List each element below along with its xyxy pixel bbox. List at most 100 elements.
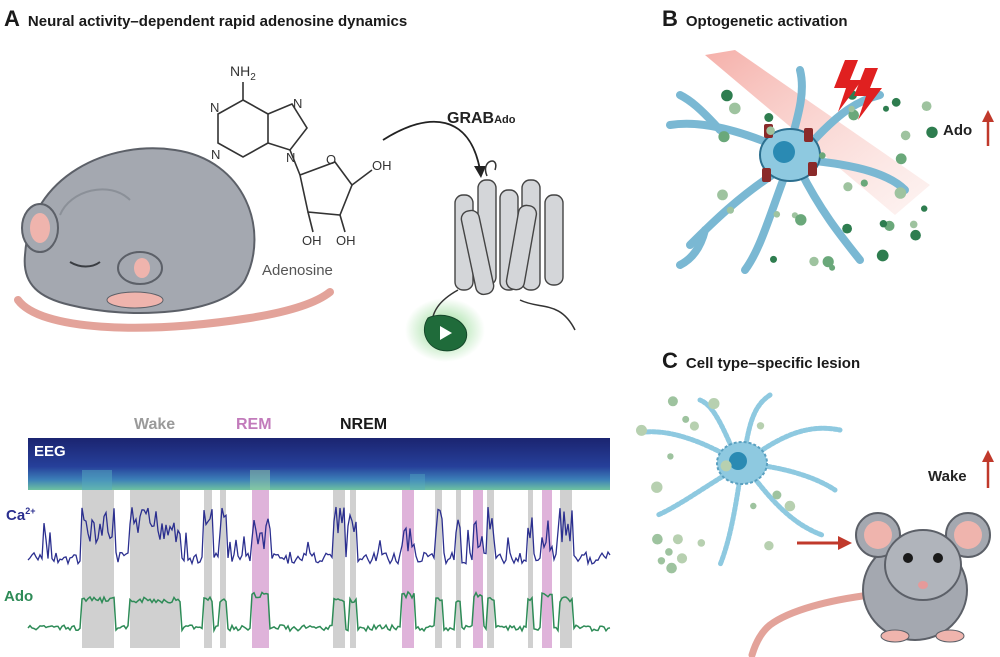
sensor-subscript: Ado bbox=[494, 114, 516, 126]
atom-n-1: N bbox=[210, 100, 220, 115]
adenosine-particle bbox=[672, 534, 683, 545]
adenosine-particle bbox=[848, 109, 859, 121]
adenosine-particle bbox=[921, 101, 932, 111]
atom-n-2: N bbox=[211, 147, 221, 162]
state-wake-label: Wake bbox=[134, 416, 176, 433]
adenosine-particles-c bbox=[636, 396, 796, 574]
state-shading bbox=[82, 490, 572, 648]
adenosine-particle bbox=[665, 548, 673, 556]
wake-band bbox=[82, 490, 114, 648]
adenosine-particle bbox=[729, 102, 741, 115]
adenosine-particle bbox=[666, 562, 677, 574]
adenosine-particle bbox=[717, 189, 728, 201]
atom-n-4: N bbox=[286, 150, 296, 165]
adenosine-particle bbox=[718, 131, 730, 143]
adenosine-particle bbox=[848, 105, 855, 113]
lightning-icon bbox=[834, 60, 882, 120]
adenosine-particle bbox=[676, 553, 688, 564]
panel-c-letter: C bbox=[662, 348, 678, 373]
up-arrow-icon bbox=[982, 110, 994, 146]
panel-b-result-label: Ado bbox=[943, 122, 973, 139]
panel-a-title: A Neural activity–dependent rapid adenosi… bbox=[4, 6, 407, 32]
adenosine-particle bbox=[909, 220, 918, 229]
adenosine-particle bbox=[879, 220, 888, 228]
wake-band bbox=[130, 490, 180, 648]
adenosine-particle bbox=[795, 214, 807, 226]
neuron-c-icon bbox=[642, 392, 843, 568]
adenosine-particle bbox=[764, 113, 774, 122]
panel-b-title-text: Optogenetic activation bbox=[685, 13, 848, 30]
adenosine-particle bbox=[842, 223, 852, 234]
oh-label-1: OH bbox=[372, 158, 392, 173]
ca-text: Ca bbox=[6, 507, 26, 524]
adenosine-particle bbox=[721, 89, 733, 102]
rem-band bbox=[402, 490, 414, 648]
panel-a-letter: A bbox=[4, 6, 20, 31]
adenosine-particle bbox=[895, 153, 907, 165]
adenosine-particle bbox=[764, 541, 774, 551]
adenosine-particles-b bbox=[717, 89, 938, 271]
amine-subscript: 2 bbox=[250, 71, 256, 83]
right-arrow-icon bbox=[797, 536, 852, 550]
adenosine-particle bbox=[772, 490, 782, 500]
adenosine-particle bbox=[809, 256, 819, 267]
adenosine-particle bbox=[773, 211, 781, 218]
state-nrem-label: NREM bbox=[340, 416, 388, 433]
binding-arrow bbox=[382, 120, 481, 171]
up-arrow-icon bbox=[982, 450, 994, 488]
panel-c-result-label: Wake bbox=[928, 468, 967, 485]
adenosine-particle bbox=[766, 126, 775, 135]
adenosine-structure-icon bbox=[217, 82, 373, 233]
adenosine-particle bbox=[894, 187, 907, 199]
adenosine-particle bbox=[784, 500, 796, 512]
adenosine-particle bbox=[860, 179, 868, 187]
eeg-label: EEG bbox=[34, 443, 66, 460]
ca-label: Ca2+ bbox=[6, 506, 35, 524]
adenosine-particle bbox=[822, 256, 834, 268]
calcium-trace bbox=[27, 506, 611, 567]
adenosine-particle bbox=[636, 424, 647, 436]
adenosine-particle bbox=[910, 229, 921, 241]
awake-mouse-icon bbox=[748, 512, 991, 657]
wake-band bbox=[350, 490, 356, 648]
adenosine-particle bbox=[667, 396, 678, 407]
amine-text: NH bbox=[230, 63, 251, 79]
wake-band bbox=[435, 490, 442, 648]
wake-band bbox=[528, 490, 533, 648]
adenosine-particle bbox=[726, 206, 735, 214]
adenosine-particle bbox=[829, 264, 836, 271]
sensor-name: GRAB bbox=[447, 110, 495, 127]
adenosine-particle bbox=[651, 481, 663, 493]
adenosine-particle bbox=[667, 453, 674, 460]
wake-band bbox=[220, 490, 226, 648]
adenosine-particle bbox=[756, 422, 765, 430]
ring-oxygen: O bbox=[326, 152, 337, 167]
adenosine-particle bbox=[819, 152, 826, 159]
adenosine-particle bbox=[708, 398, 720, 410]
wake-band bbox=[456, 490, 461, 648]
adenosine-particle bbox=[770, 255, 777, 263]
adenosine-particle bbox=[657, 557, 666, 565]
rem-band bbox=[542, 490, 552, 648]
adenosine-particle bbox=[926, 126, 938, 138]
wake-band bbox=[333, 490, 345, 648]
adenosine-particle bbox=[883, 105, 889, 112]
adenosine-particle bbox=[720, 460, 732, 472]
molecule-name: Adenosine bbox=[262, 262, 333, 279]
oh-label-2: OH bbox=[302, 233, 322, 248]
atom-n-3: N bbox=[293, 96, 303, 111]
oh-label-3: OH bbox=[336, 233, 356, 248]
panel-a-title-text: Neural activity–dependent rapid adenosin… bbox=[27, 13, 408, 30]
adenosine-particle bbox=[876, 249, 889, 262]
state-rem-label: REM bbox=[236, 416, 272, 433]
adenosine-particle bbox=[689, 421, 700, 431]
wake-band bbox=[204, 490, 212, 648]
ca-superscript: 2+ bbox=[25, 506, 36, 516]
wake-band bbox=[487, 490, 494, 648]
adenosine-particle bbox=[921, 205, 928, 212]
rem-band bbox=[473, 490, 483, 648]
adenosine-trace bbox=[27, 590, 611, 634]
